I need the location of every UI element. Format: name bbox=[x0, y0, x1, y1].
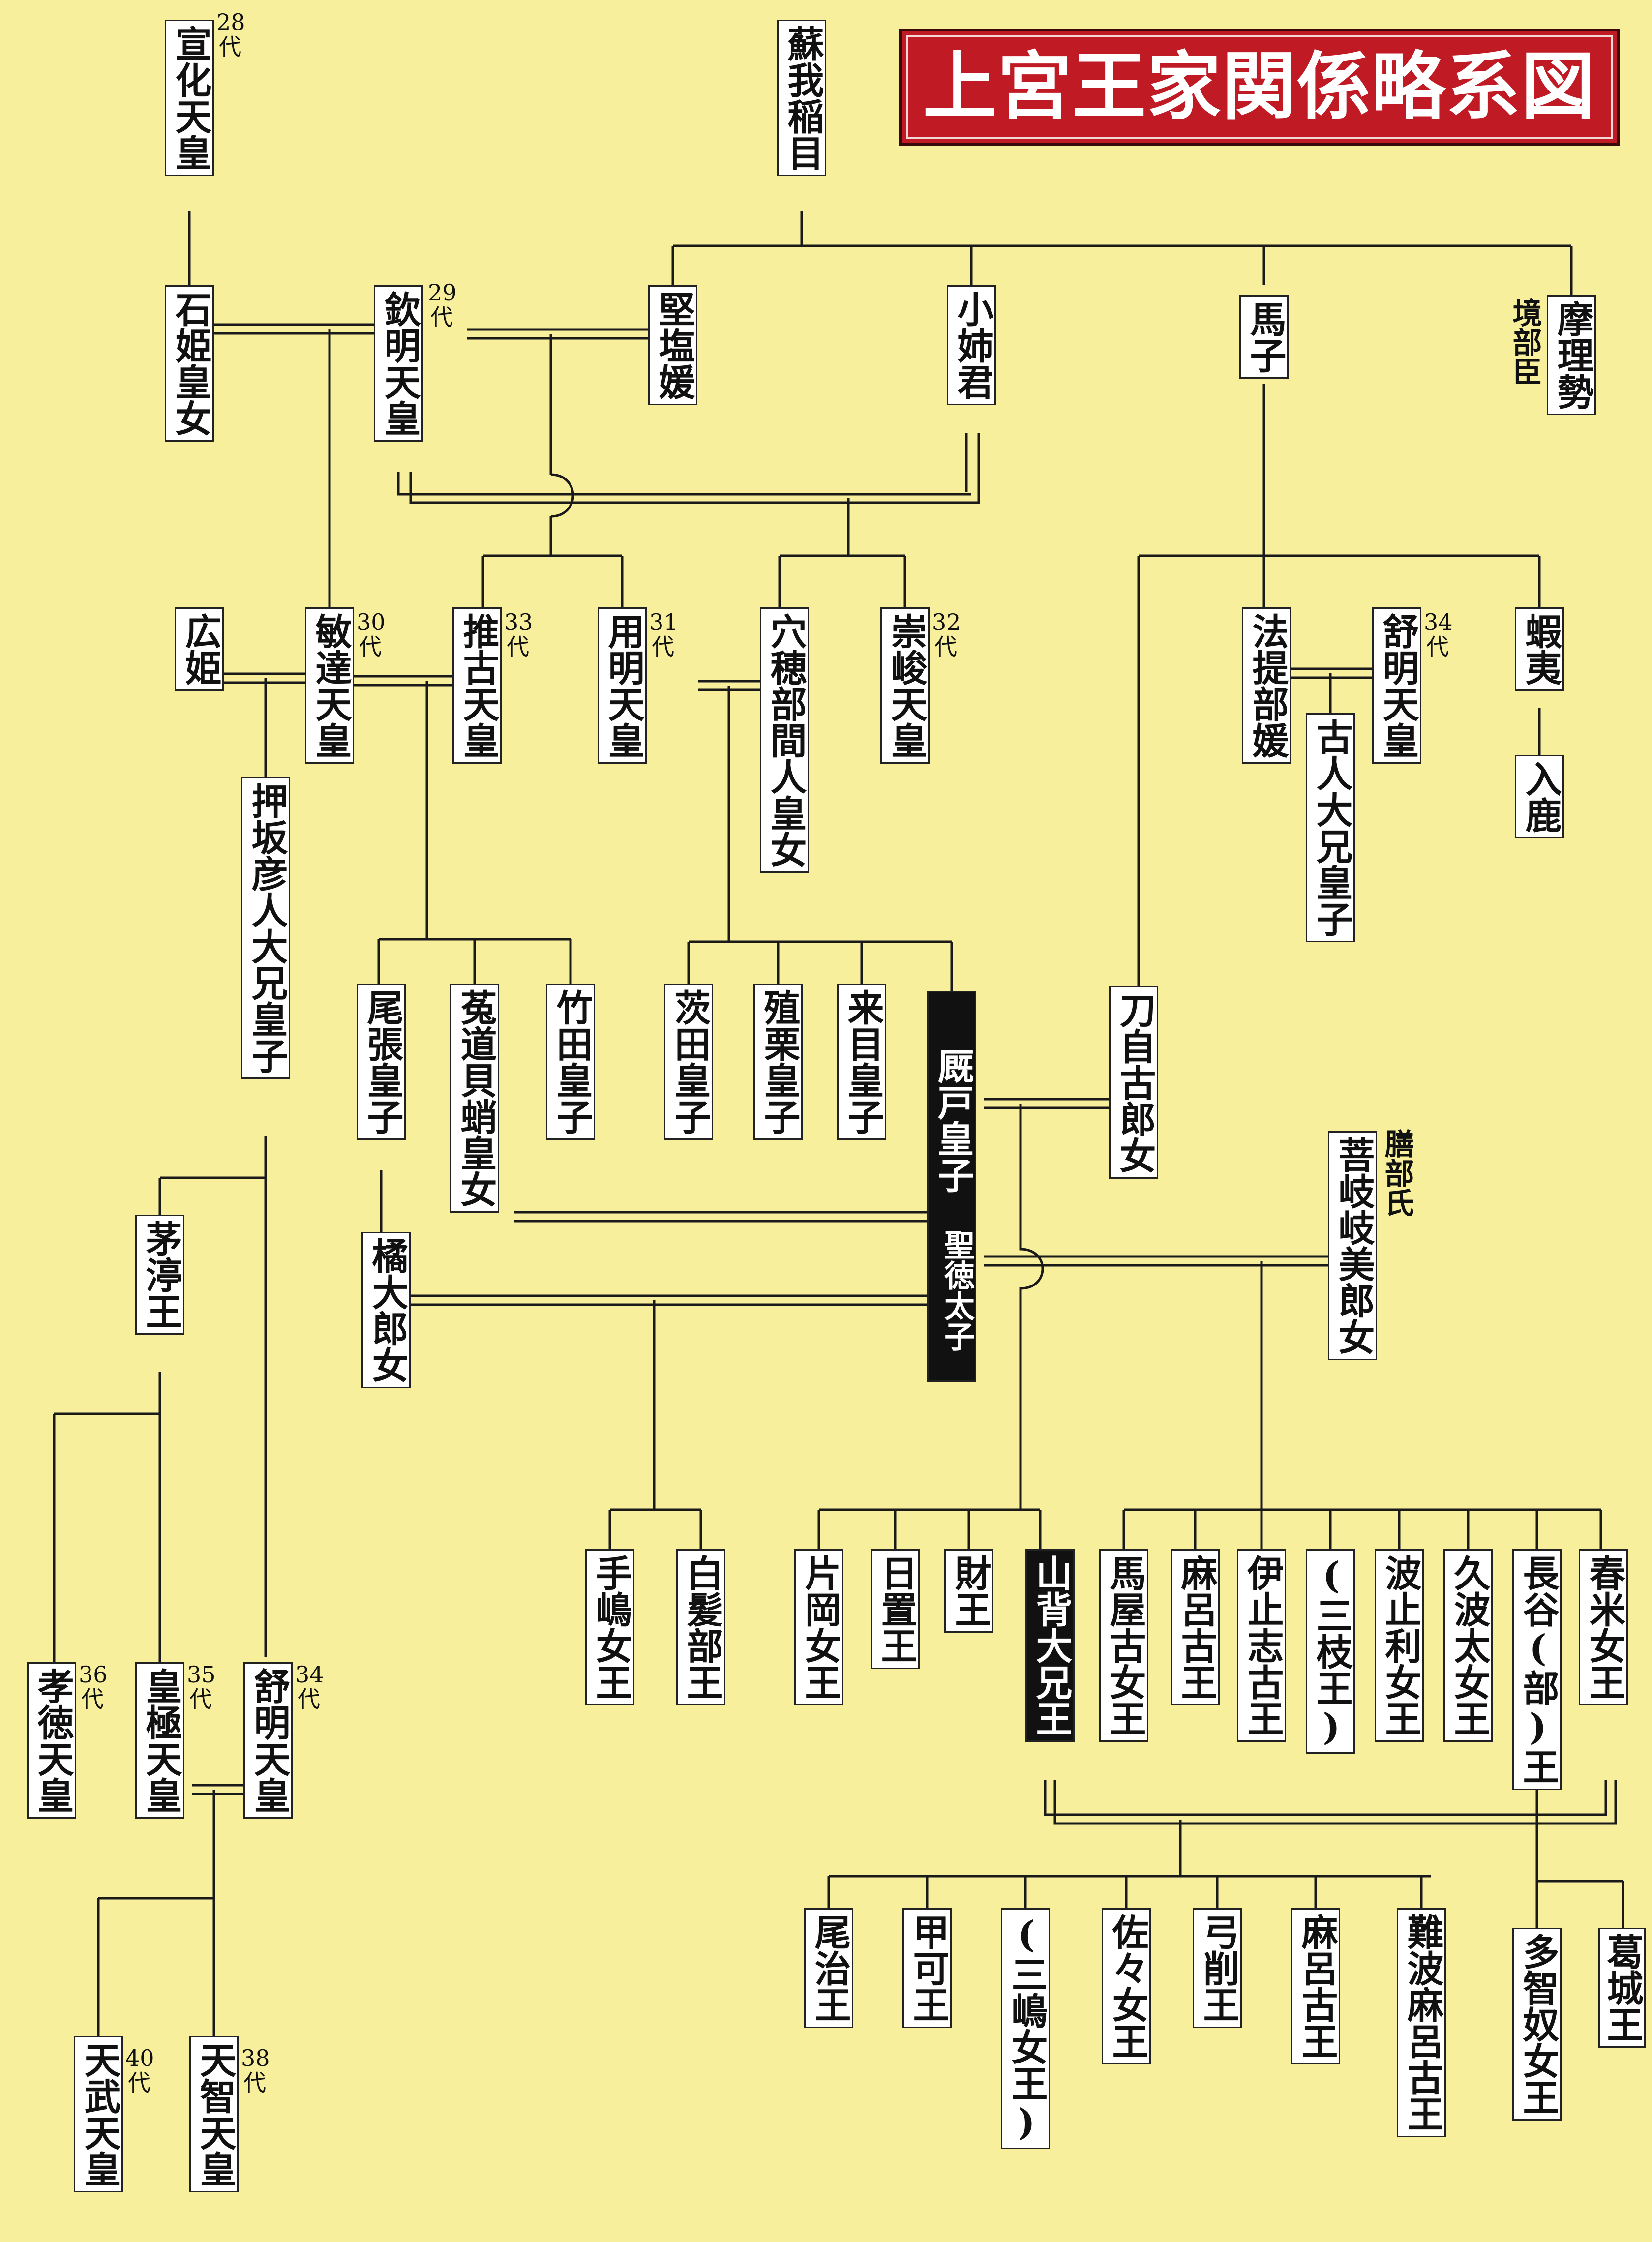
note-shotoku-taishi: 聖徳太子 bbox=[927, 1200, 976, 1382]
gen-tenji: 38代 bbox=[241, 2045, 270, 2096]
node-koka-o: 甲可王 bbox=[902, 1908, 952, 2028]
node-hirohime: 広姫 bbox=[175, 607, 224, 691]
node-suiko-tenno: 推古天皇 bbox=[452, 607, 502, 764]
node-katsuragi-o: 葛城王 bbox=[1598, 1928, 1646, 2048]
node-ekuri-miko: 殖栗皇子 bbox=[753, 984, 803, 1140]
node-bidatsu-tenno: 敏達天皇 bbox=[305, 607, 354, 764]
gen-tenmu: 40代 bbox=[125, 2045, 154, 2096]
node-yomei-tenno: 用明天皇 bbox=[598, 607, 647, 764]
note-sakaibe-omi: 境部臣 bbox=[1507, 298, 1542, 386]
node-tsukishine-joo: 春米女王 bbox=[1579, 1549, 1628, 1705]
node-hotei-iratsume: 法提部媛 bbox=[1242, 607, 1291, 764]
node-furuhito-oe: 古人大兄皇子 bbox=[1306, 713, 1355, 942]
node-tajihi-joo: 多智奴女王 bbox=[1512, 1928, 1562, 2121]
node-anahobe-hashihito: 穴穂部間人皇女 bbox=[760, 607, 809, 873]
node-sushun-tenno: 崇峻天皇 bbox=[880, 607, 930, 764]
node-hatsusebe-o: 長谷(部)王 bbox=[1512, 1549, 1562, 1790]
node-senka-tenno: 宣化天皇 bbox=[165, 20, 214, 176]
node-naniwa-maroko-o: 難波麻呂古王 bbox=[1397, 1908, 1446, 2137]
node-mieda-o: (三枝王) bbox=[1306, 1549, 1355, 1754]
node-kogyoku-tenno: 皇極天皇 bbox=[135, 1662, 184, 1819]
node-emishi: 蝦夷 bbox=[1515, 607, 1564, 691]
node-chinu-o: 茅渟王 bbox=[135, 1215, 184, 1335]
node-owari-miko: 尾張皇子 bbox=[357, 984, 406, 1140]
gen-senka: 28代 bbox=[216, 9, 245, 60]
node-tejima-joo: 手嶋女王 bbox=[585, 1549, 634, 1705]
node-maroko-o-2: 麻呂古王 bbox=[1291, 1908, 1340, 2064]
note-kashiwade-uji: 膳部氏 bbox=[1380, 1129, 1414, 1217]
node-umako: 馬子 bbox=[1239, 295, 1289, 379]
node-kume-miko: 来目皇子 bbox=[837, 984, 886, 1140]
node-takara-o: 財王 bbox=[944, 1549, 993, 1633]
gen-suiko: 33代 bbox=[504, 609, 533, 660]
node-kotoku-tenno: 孝徳天皇 bbox=[27, 1662, 76, 1819]
node-uji-no-kaitako: 菟道貝蛸皇女 bbox=[450, 984, 499, 1213]
node-jomei-tenno-top: 舒明天皇 bbox=[1372, 607, 1421, 764]
node-kinmei-tenno: 欽明天皇 bbox=[374, 285, 423, 442]
node-sasa-joo: 佐々女王 bbox=[1102, 1908, 1151, 2064]
node-hokikimi-iratsume: 菩岐岐美郎女 bbox=[1328, 1131, 1377, 1360]
node-tojiko-iratsume: 刀自古郎女 bbox=[1109, 986, 1158, 1179]
node-hatori-joo: 波止利女王 bbox=[1375, 1549, 1424, 1742]
node-oshisaka-hikohito: 押坂彦人大兄皇子 bbox=[241, 777, 290, 1079]
node-kitashihime: 堅塩媛 bbox=[648, 285, 697, 405]
node-yamashiro-oe: 山背大兄王 bbox=[1025, 1549, 1075, 1742]
node-umayako-joo: 馬屋古女王 bbox=[1099, 1549, 1148, 1742]
gen-bidatsu: 30代 bbox=[357, 609, 386, 660]
node-tenmu-tenno: 天武天皇 bbox=[74, 2036, 123, 2192]
node-shirakabe-o: 白髪部王 bbox=[676, 1549, 725, 1705]
node-ishihime: 石姫皇女 bbox=[165, 285, 214, 442]
gen-yomei: 31代 bbox=[649, 609, 678, 660]
node-maroko-o: 麻呂古王 bbox=[1171, 1549, 1220, 1705]
gen-jomei-top: 34代 bbox=[1424, 609, 1453, 660]
node-hioki-o: 日置王 bbox=[871, 1549, 920, 1669]
node-jomei-tenno-bottom: 舒明天皇 bbox=[243, 1662, 293, 1819]
gen-kinmei: 29代 bbox=[428, 279, 457, 330]
node-ishiko-o: 伊止志古王 bbox=[1237, 1549, 1286, 1742]
gen-sushun: 32代 bbox=[932, 609, 961, 660]
node-takeda-miko: 竹田皇子 bbox=[546, 984, 595, 1140]
node-ubarada-miko: 茨田皇子 bbox=[664, 984, 713, 1140]
node-oanegimi: 小姉君 bbox=[947, 285, 996, 405]
node-marise: 摩理勢 bbox=[1547, 295, 1596, 415]
node-kataoka-joo: 片岡女王 bbox=[794, 1549, 843, 1705]
node-oji-o: 尾治王 bbox=[804, 1908, 853, 2028]
node-yuge-o: 弓削王 bbox=[1193, 1908, 1242, 2028]
node-tachibana-oiratsume: 橘大郎女 bbox=[361, 1232, 411, 1388]
gen-kogyoku: 35代 bbox=[187, 1661, 216, 1712]
gen-jomei-bottom: 34代 bbox=[295, 1661, 324, 1712]
node-tenji-tenno: 天智天皇 bbox=[189, 2036, 239, 2192]
node-kuhata-joo: 久波太女王 bbox=[1443, 1549, 1493, 1742]
node-iruka: 入鹿 bbox=[1515, 755, 1564, 838]
gen-kotoku: 36代 bbox=[79, 1661, 108, 1712]
node-mishima-joo: (三嶋女王) bbox=[1001, 1908, 1050, 2149]
diagram-title: 上宮王家関係略系図 bbox=[899, 29, 1620, 146]
node-soga-iname: 蘇我稲目 bbox=[777, 20, 826, 176]
